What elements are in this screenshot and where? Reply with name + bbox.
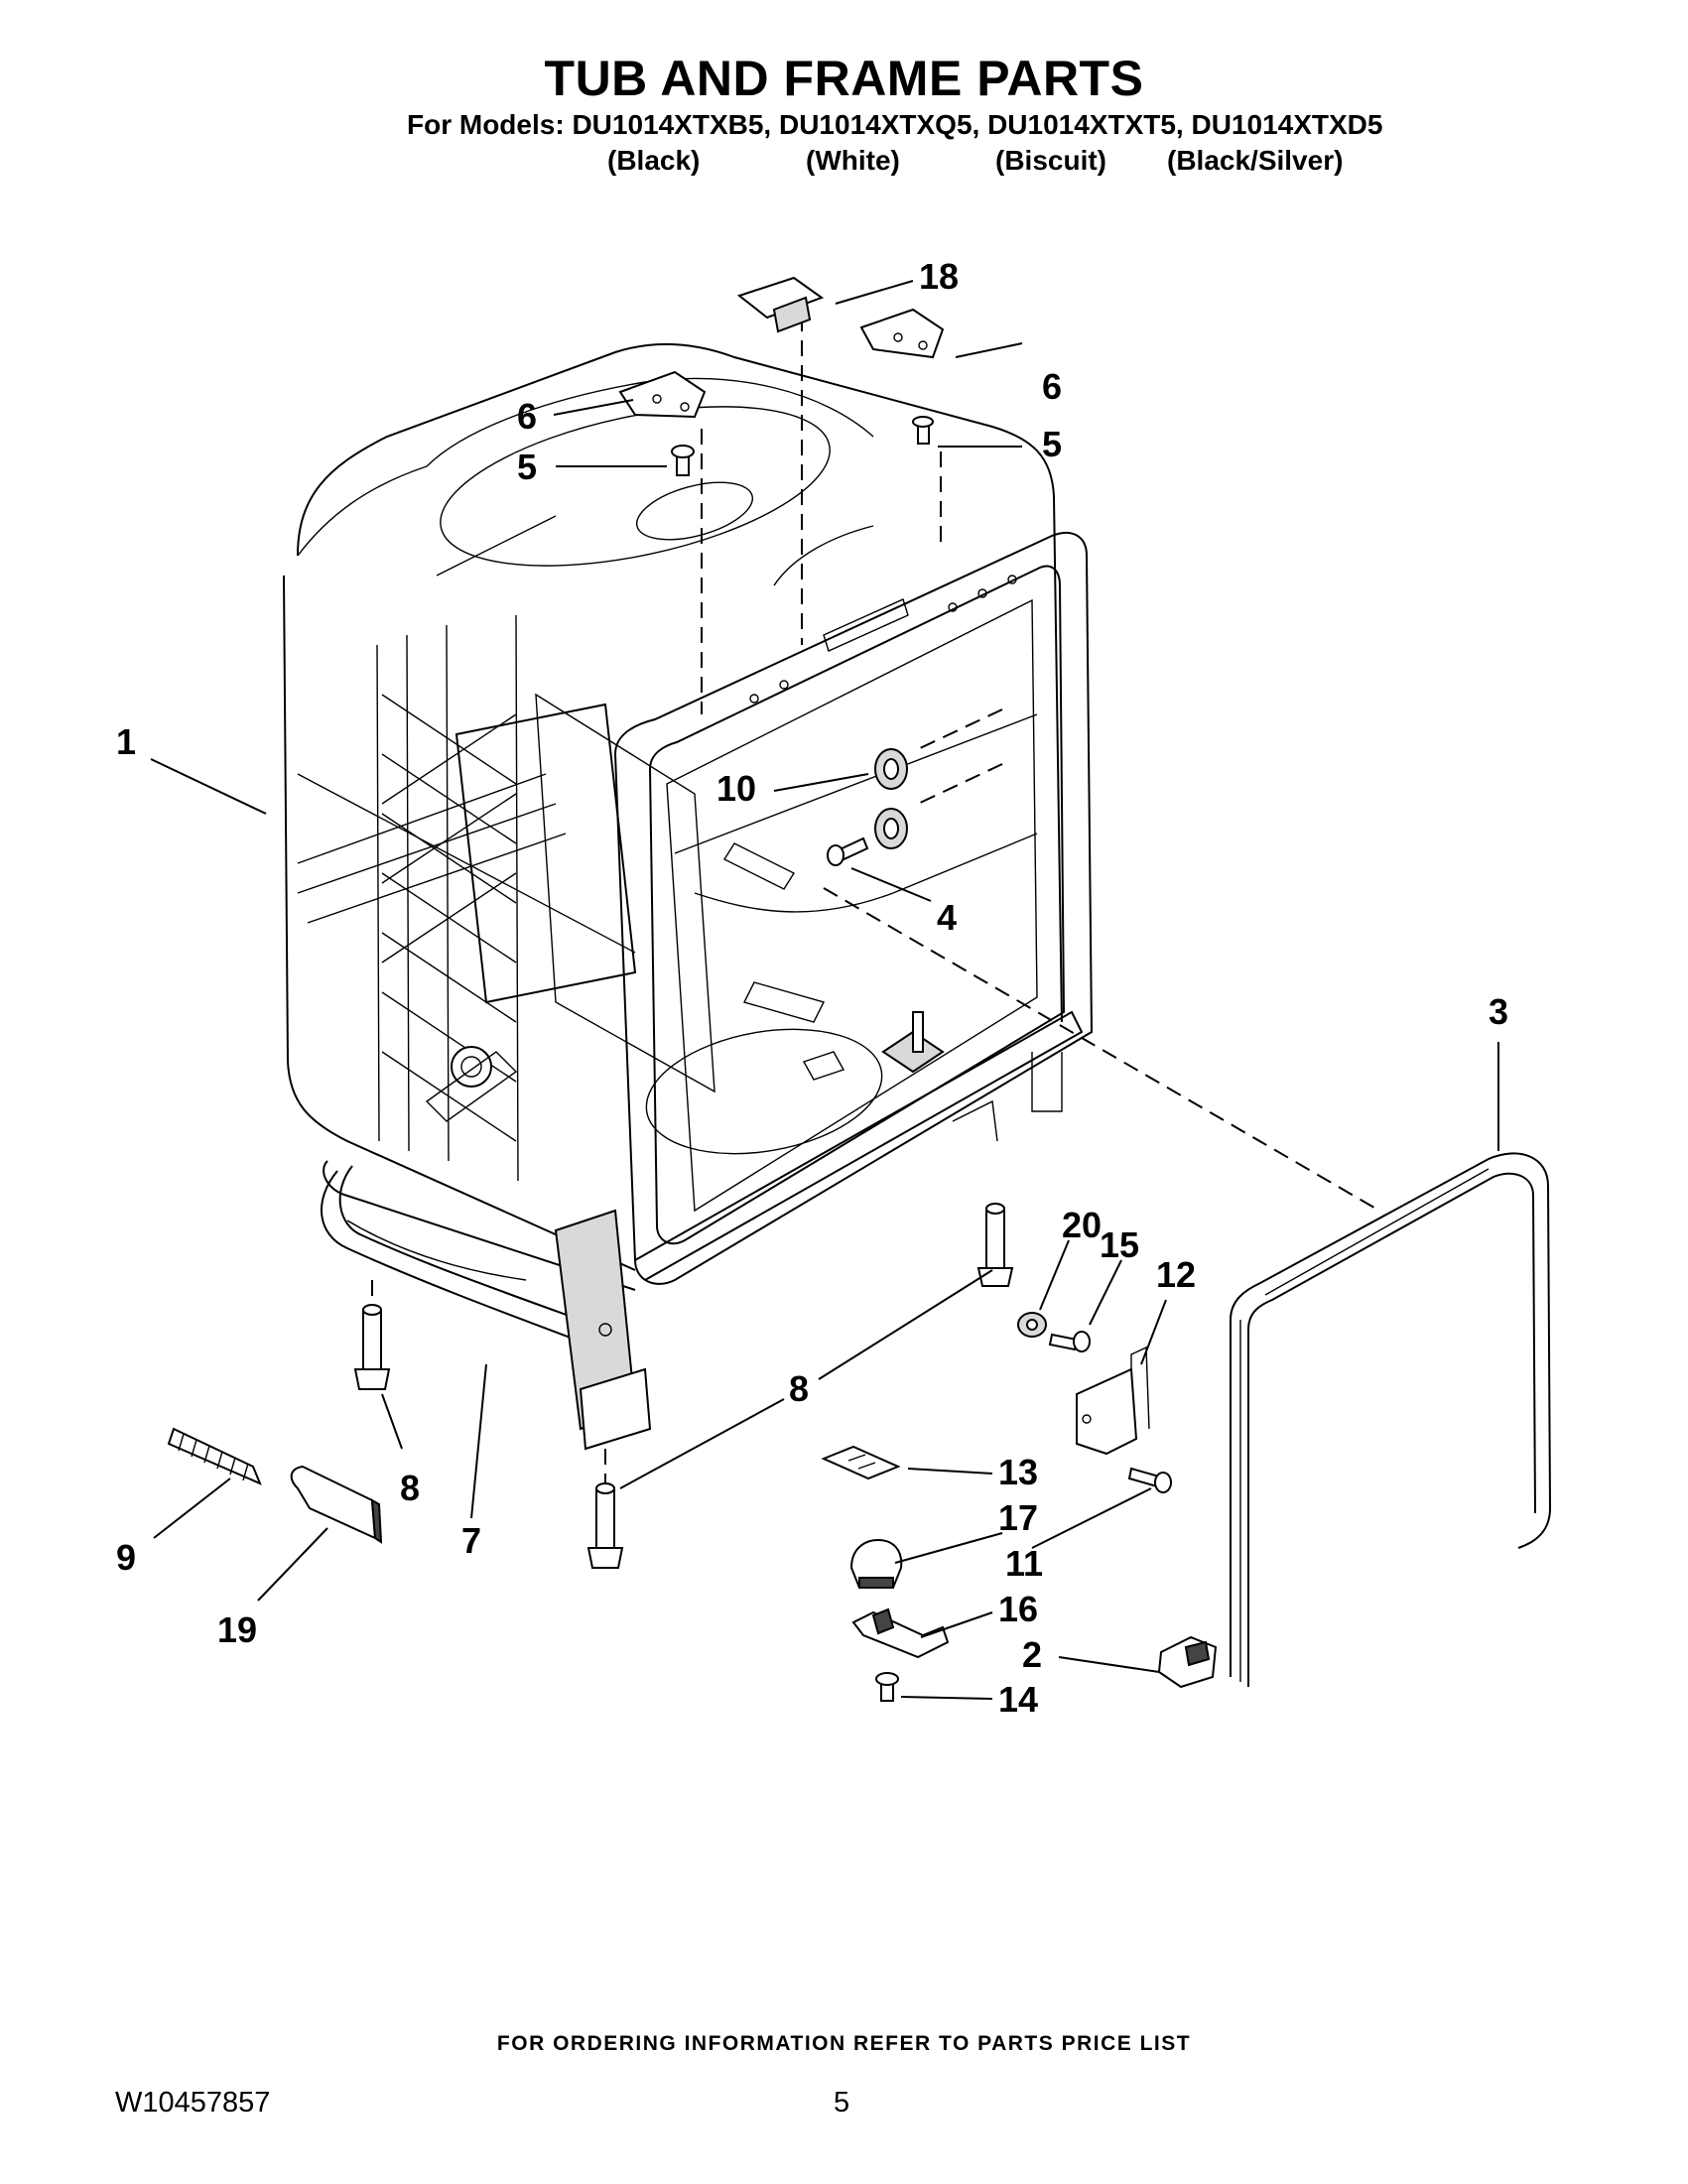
callout-2: 2 [1022, 1634, 1042, 1675]
part-9-spring [167, 1427, 262, 1485]
part-8-leg-right [976, 1203, 1014, 1287]
part-4-screw [827, 836, 869, 866]
color-black-silver: (Black/Silver) [1167, 145, 1344, 176]
page-number: 5 [834, 2087, 850, 2119]
callout-20: 20 [1062, 1205, 1102, 1245]
part-13-clip [821, 1445, 901, 1480]
part-14-screw [875, 1672, 899, 1702]
ordering-note: FOR ORDERING INFORMATION REFER TO PARTS … [496, 2032, 1192, 2055]
tub-body [283, 342, 1063, 1291]
part-18-bracket [736, 276, 825, 333]
part-15-screw [1048, 1331, 1091, 1352]
part-6-bracket-left [618, 370, 707, 419]
callout-5-right: 5 [1042, 424, 1062, 464]
callout-9: 9 [116, 1537, 136, 1578]
callout-12: 12 [1156, 1254, 1196, 1295]
part-10-fitting [874, 748, 908, 849]
callout-13: 13 [998, 1452, 1038, 1492]
callout-6-right: 6 [1042, 366, 1062, 407]
callout-4: 4 [937, 897, 957, 938]
part-17-bumper [849, 1538, 903, 1589]
document-number: W10457857 [115, 2087, 271, 2119]
part-19-trim [290, 1465, 383, 1544]
part-2-clip [1157, 1635, 1218, 1689]
callout-15: 15 [1100, 1224, 1139, 1265]
callout-1: 1 [116, 721, 136, 762]
color-black: (Black) [607, 145, 701, 176]
callout-5-left: 5 [517, 447, 537, 487]
side-rail [321, 1165, 652, 1451]
models-line: For Models: DU1014XTXB5, DU1014XTXQ5, DU… [407, 109, 1383, 140]
callout-11: 11 [1005, 1543, 1043, 1584]
part-12-bracket [1076, 1346, 1150, 1456]
callout-16: 16 [998, 1589, 1038, 1629]
part-11-screw [1127, 1467, 1172, 1493]
color-biscuit: (Biscuit) [995, 145, 1106, 176]
callout-8-right: 8 [789, 1368, 809, 1409]
callout-19: 19 [217, 1609, 257, 1650]
assembly-lines [371, 316, 1380, 1488]
part-5-screw-right [912, 416, 934, 445]
part-5-screw-left [671, 445, 695, 476]
page-title: TUB AND FRAME PARTS [544, 51, 1144, 106]
callout-14: 14 [998, 1679, 1038, 1720]
part-3-door-gasket [1230, 1152, 1552, 1687]
front-frame [613, 531, 1094, 1285]
part-8-leg-front [586, 1482, 624, 1569]
callout-7: 7 [461, 1520, 481, 1561]
part-20-washer [1017, 1312, 1047, 1338]
callout-10: 10 [716, 768, 756, 809]
part-8-leg-left [353, 1304, 391, 1390]
callout-18: 18 [919, 256, 959, 297]
callout-3: 3 [1489, 991, 1508, 1032]
color-white: (White) [806, 145, 900, 176]
callout-17: 17 [998, 1497, 1038, 1538]
leader-arrows [150, 280, 1499, 1700]
callout-8-left: 8 [400, 1468, 420, 1508]
callout-6-left: 6 [517, 396, 537, 437]
part-6-bracket-right [859, 308, 945, 359]
part-16-strike [851, 1607, 950, 1659]
